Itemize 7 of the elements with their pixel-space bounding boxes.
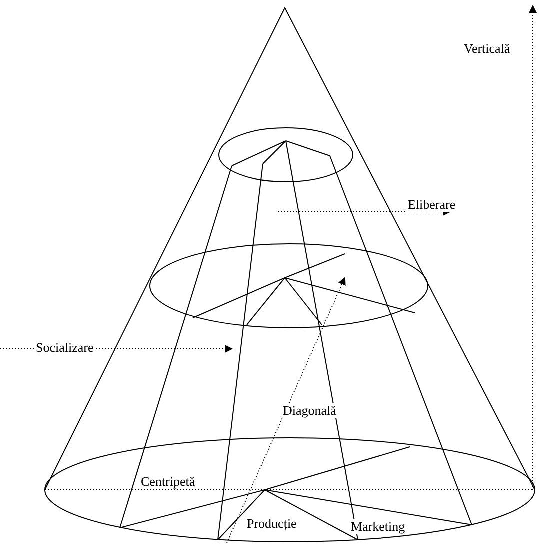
sector-label: Marketing — [350, 519, 406, 534]
axis-label: Centripetă — [140, 474, 196, 489]
axis-label: Diagonală — [282, 403, 338, 418]
axis-label: Socializare — [35, 340, 95, 355]
sector-label: Producție — [246, 516, 298, 531]
axis-label: Eliberare — [407, 197, 457, 212]
axis-label: Verticală — [463, 41, 512, 56]
